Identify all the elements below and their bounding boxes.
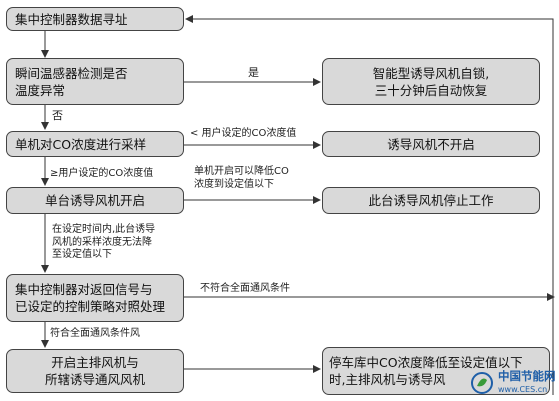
watermark-logo: 中国节能网 www.CES.cn: [470, 366, 558, 400]
label-not-meet-condition: 不符合全面通风条件: [200, 283, 290, 294]
box-co-sampling: 单机对CO浓度进行采样: [6, 131, 184, 157]
label-no: 否: [52, 109, 63, 122]
label-meet-condition: 符合全面通风条件风: [50, 328, 140, 339]
box-fan-self-lock: 智能型诱导风机自锁, 三十分钟后自动恢复: [322, 58, 540, 105]
label-below-threshold: < 用户设定的CO浓度值: [190, 128, 297, 139]
box-data-addressing: 集中控制器数据寻址: [6, 7, 184, 31]
label-timeout: 在设定时间内,此台诱导 风机的采样浓度无法降 至设定值以下: [52, 224, 156, 260]
box-co-reduced: 停车库中CO浓度降低至设定值以下 时,主排风机与诱导风: [322, 347, 550, 395]
watermark-name: 中国节能网: [498, 369, 556, 383]
box-single-fan-on: 单台诱导风机开启: [6, 187, 184, 214]
box-temperature-check: 瞬间温感器检测是否 温度异常: [6, 58, 184, 105]
box-controller-process: 集中控制器对返回信号与 已设定的控制策略对照处理: [6, 274, 184, 322]
box-main-exhaust-on: 开启主排风机与 所辖诱导通风风机: [6, 349, 184, 393]
label-reduce-co: 单机开启可以降低CO 浓度到设定值以下: [194, 166, 289, 190]
box-fan-not-on: 诱导风机不开启: [322, 131, 540, 157]
box-fan-stop: 此台诱导风机停止工作: [322, 187, 540, 214]
label-yes: 是: [248, 66, 259, 79]
watermark-url: www.CES.cn: [498, 385, 548, 394]
energy-leaf-icon: [471, 372, 493, 394]
label-above-threshold: ≥用户设定的CO浓度值: [50, 168, 154, 179]
return-loop-line: [185, 15, 554, 395]
